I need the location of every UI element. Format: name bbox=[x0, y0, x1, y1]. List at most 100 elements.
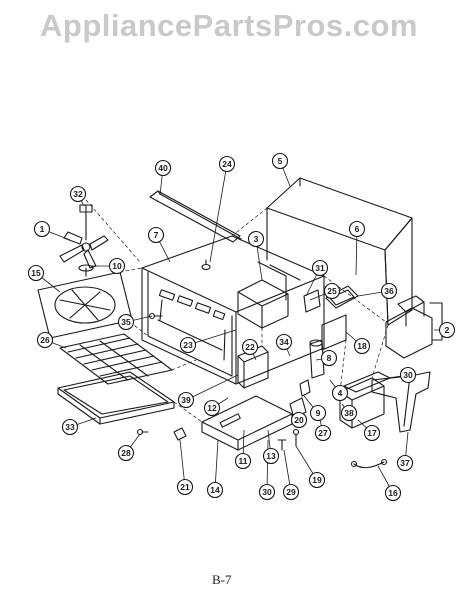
callout-number: 39 bbox=[181, 395, 191, 405]
callout-number: 26 bbox=[40, 335, 50, 345]
callout-number: 12 bbox=[207, 403, 217, 413]
callout-17: 17 bbox=[363, 424, 381, 442]
callout-number: 9 bbox=[316, 408, 321, 418]
callout-leader bbox=[214, 439, 219, 491]
callout-10: 10 bbox=[108, 257, 126, 275]
callout-13: 13 bbox=[262, 447, 280, 465]
callout-number: 15 bbox=[31, 268, 41, 278]
callout-circle bbox=[218, 155, 236, 173]
callout-9: 9 bbox=[309, 404, 327, 422]
callout-30: 30 bbox=[399, 366, 417, 384]
part-hinge-30 bbox=[343, 371, 391, 393]
callout-number: 31 bbox=[315, 263, 325, 273]
callout-33: 33 bbox=[61, 418, 79, 436]
callout-circle bbox=[117, 444, 135, 462]
callout-number: 11 bbox=[239, 456, 248, 466]
callout-circle bbox=[311, 259, 329, 277]
callout-32: 32 bbox=[69, 185, 87, 203]
callout-leader bbox=[209, 163, 228, 263]
callout-number: 36 bbox=[384, 286, 394, 296]
callout-circle bbox=[320, 349, 338, 367]
callout-circle bbox=[258, 483, 276, 501]
callout-number: 13 bbox=[266, 451, 276, 461]
part-screw-28 bbox=[136, 428, 149, 436]
callout-25: 25 bbox=[323, 282, 341, 300]
callout-7: 7 bbox=[147, 226, 165, 244]
callout-number: 22 bbox=[245, 342, 255, 352]
callout-number: 38 bbox=[344, 408, 354, 418]
callout-circle bbox=[36, 331, 54, 349]
callout-36: 36 bbox=[380, 282, 398, 300]
callout-circle bbox=[241, 338, 259, 356]
part-wire-harness bbox=[371, 371, 431, 433]
callout-19: 19 bbox=[308, 471, 326, 489]
callout-circle bbox=[282, 483, 300, 501]
callout-number: 30 bbox=[403, 370, 413, 380]
callout-number: 16 bbox=[388, 488, 398, 498]
part-capacitor bbox=[309, 339, 325, 379]
callout-31: 31 bbox=[311, 259, 329, 277]
part-main-chassis bbox=[141, 235, 325, 385]
page-mark: B-7 bbox=[212, 572, 232, 587]
callout-number: 34 bbox=[279, 337, 289, 347]
callout-30: 30 bbox=[258, 483, 276, 501]
callout-8: 8 bbox=[320, 349, 338, 367]
part-oven-rack bbox=[59, 333, 173, 385]
callout-circle bbox=[33, 220, 51, 238]
callout-number: 33 bbox=[65, 422, 75, 432]
callout-38: 38 bbox=[340, 404, 358, 422]
callout-22: 22 bbox=[241, 338, 259, 356]
part-panel-18 bbox=[321, 314, 347, 351]
part-drip-tray bbox=[57, 371, 175, 425]
callout-circle bbox=[203, 399, 221, 417]
part-magnetron-assembly bbox=[237, 261, 301, 329]
callout-number: 4 bbox=[338, 388, 343, 398]
callout-number: 20 bbox=[294, 415, 304, 425]
callout-circle bbox=[309, 404, 327, 422]
callout-16: 16 bbox=[384, 484, 402, 502]
callout-circle bbox=[314, 424, 332, 442]
callout-number: 27 bbox=[318, 428, 328, 438]
callout-circle bbox=[275, 333, 293, 351]
callout-circle bbox=[206, 481, 224, 499]
callout-23: 23 bbox=[179, 336, 197, 354]
callout-number: 29 bbox=[286, 487, 296, 497]
callout-number: 18 bbox=[357, 341, 367, 351]
callout-number: 1 bbox=[40, 224, 45, 234]
callout-number: 17 bbox=[367, 428, 377, 438]
callout-circle bbox=[363, 424, 381, 442]
callout-number: 10 bbox=[112, 261, 122, 271]
callout-circle bbox=[154, 159, 172, 177]
callout-number: 21 bbox=[180, 482, 190, 492]
part-cable-16 bbox=[350, 458, 388, 469]
part-clip-21 bbox=[173, 427, 187, 441]
callout-circle bbox=[331, 384, 349, 402]
callout-circle bbox=[340, 404, 358, 422]
part-fan-cover bbox=[37, 271, 133, 339]
callout-number: 24 bbox=[222, 159, 232, 169]
callout-29: 29 bbox=[282, 483, 300, 501]
part-latch-25 bbox=[303, 289, 321, 313]
callout-number: 19 bbox=[312, 475, 322, 485]
callout-number: 28 bbox=[121, 448, 131, 458]
callout-number: 5 bbox=[278, 156, 283, 166]
callout-circle bbox=[177, 391, 195, 409]
callout-24: 24 bbox=[218, 155, 236, 173]
callout-circle bbox=[262, 447, 280, 465]
callout-circle bbox=[308, 471, 326, 489]
callout-35: 35 bbox=[117, 313, 135, 331]
callout-circle bbox=[27, 264, 45, 282]
callout-number: 37 bbox=[400, 458, 410, 468]
callout-number: 14 bbox=[210, 485, 220, 495]
callout-number: 40 bbox=[158, 163, 168, 173]
callout-circle bbox=[179, 336, 197, 354]
callout-37: 37 bbox=[396, 454, 414, 472]
callout-20: 20 bbox=[290, 411, 308, 429]
callout-number: 8 bbox=[327, 353, 332, 363]
callout-28: 28 bbox=[117, 444, 135, 462]
part-screw-35 bbox=[148, 312, 163, 320]
callout-1: 1 bbox=[33, 220, 51, 238]
callout-circle bbox=[348, 220, 366, 238]
